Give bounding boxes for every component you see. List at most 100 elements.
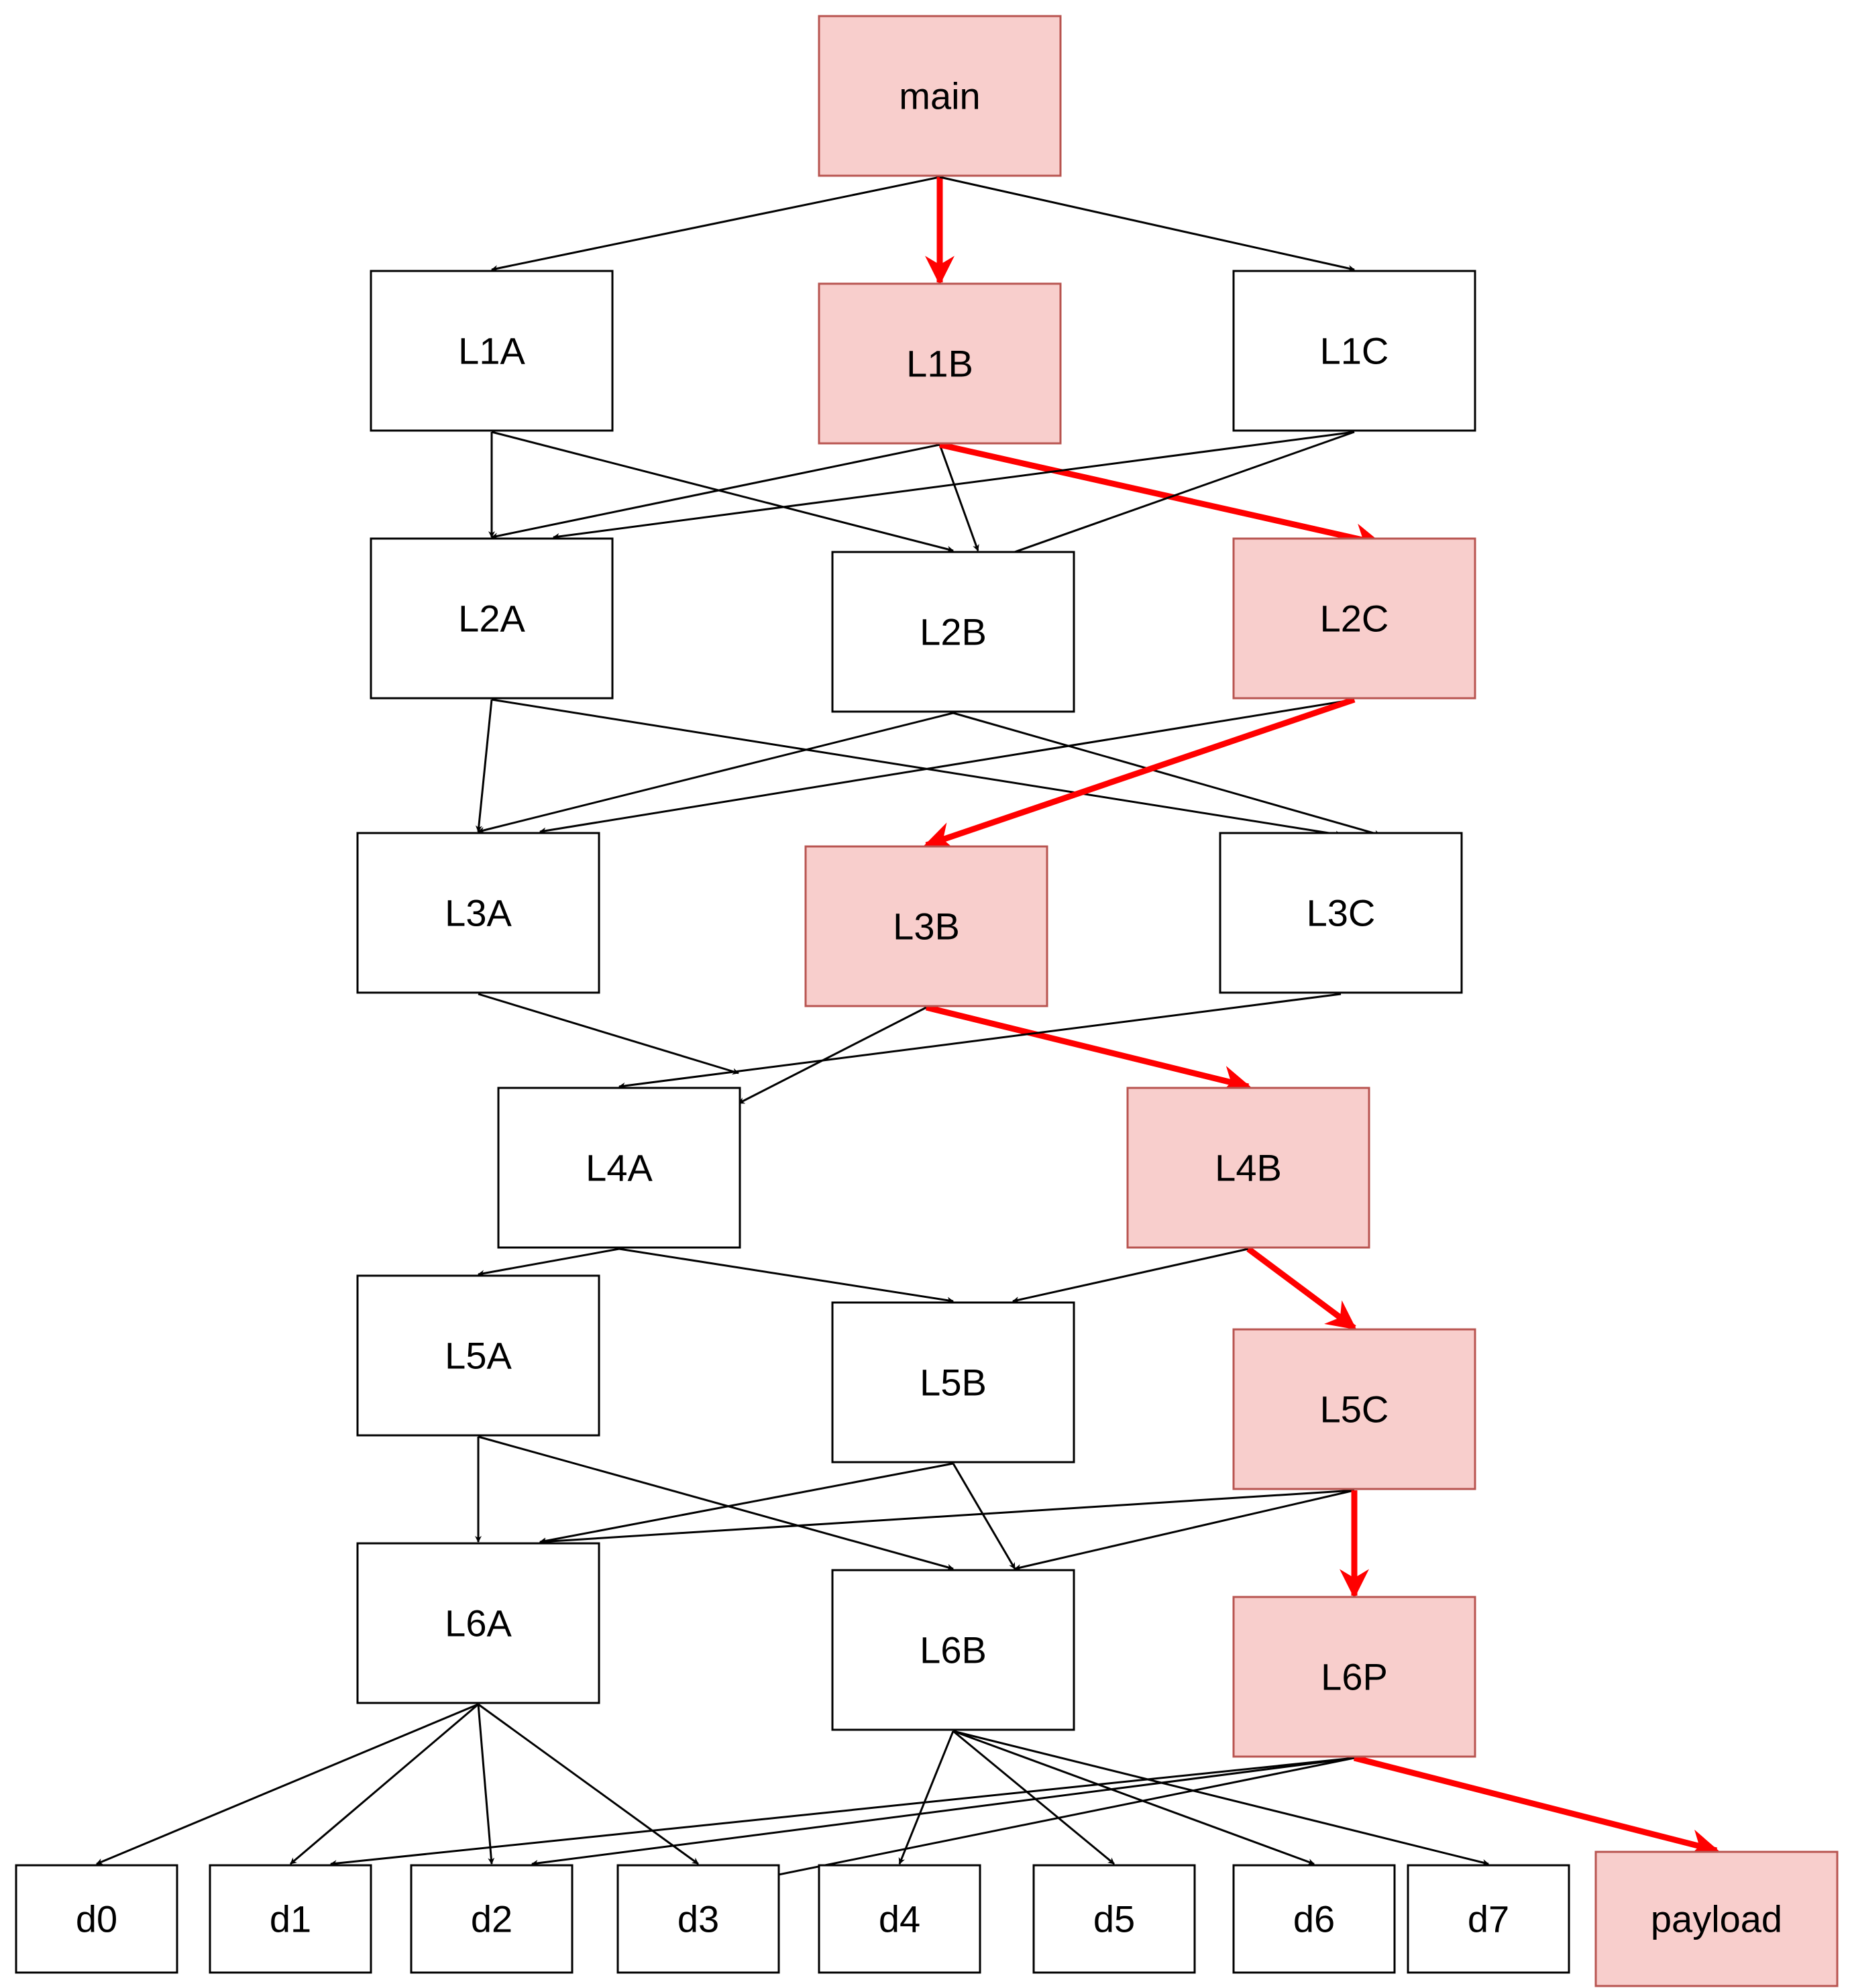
node-label: d0 — [76, 1898, 117, 1940]
node-box — [370, 270, 614, 432]
node-label: d7 — [1468, 1898, 1509, 1940]
node-box — [1407, 1864, 1570, 1974]
edge-main-to-l1c — [939, 176, 1355, 272]
edge-l2a-to-l3c — [491, 698, 1342, 838]
node-label: L1A — [458, 330, 525, 372]
node-box — [1219, 832, 1463, 994]
edge-l1c-to-l2a — [553, 431, 1355, 540]
node-box — [1232, 270, 1476, 432]
edge-l6p-to-d1 — [330, 1757, 1355, 1867]
node-l5b[interactable]: L5B — [831, 1301, 1075, 1464]
edge-l6b-to-d5 — [953, 1730, 1115, 1865]
node-payload[interactable]: payload — [1594, 1851, 1839, 1987]
node-label: d6 — [1293, 1898, 1335, 1940]
edge-l6p-to-d3 — [765, 1757, 1355, 1880]
node-box — [356, 832, 600, 994]
edge-l6p-to-d2 — [531, 1757, 1355, 1867]
edge-l5c-to-l6b — [1014, 1489, 1355, 1571]
node-box — [370, 537, 614, 700]
node-d1[interactable]: d1 — [209, 1864, 372, 1974]
node-l1a[interactable]: L1A — [370, 270, 614, 432]
node-label: L1B — [906, 343, 973, 385]
node-d0[interactable]: d0 — [15, 1864, 178, 1974]
node-label: L5C — [1320, 1388, 1389, 1431]
node-l5a[interactable]: L5A — [356, 1274, 600, 1437]
node-l6a[interactable]: L6A — [356, 1542, 600, 1704]
edge-l2c-to-l3b — [923, 696, 1356, 851]
node-label: L2C — [1320, 598, 1389, 640]
node-main[interactable]: main — [818, 15, 1062, 177]
node-box — [616, 1864, 780, 1974]
node-l3a[interactable]: L3A — [356, 832, 600, 994]
edge-l1a-to-l2b — [491, 431, 954, 553]
node-label: L4A — [586, 1147, 653, 1189]
node-l6b[interactable]: L6B — [831, 1569, 1075, 1731]
node-label: main — [899, 75, 980, 117]
edge-l1b-to-l2c — [939, 441, 1384, 553]
node-box — [804, 845, 1048, 1007]
edge-l3a-to-l4a — [478, 993, 739, 1075]
node-label: L5B — [920, 1362, 987, 1404]
edge-l4a-to-l5a — [478, 1248, 620, 1277]
edge-l1b-to-l2b — [938, 444, 979, 551]
edge-l6a-to-d0 — [96, 1703, 479, 1865]
node-box — [1594, 1851, 1839, 1987]
node-label: payload — [1651, 1898, 1782, 1940]
node-box — [356, 1542, 600, 1704]
node-label: L4B — [1215, 1147, 1282, 1189]
node-d7[interactable]: d7 — [1407, 1864, 1570, 1974]
edge-l1c-to-l2b — [999, 431, 1355, 559]
node-label: d5 — [1093, 1898, 1135, 1940]
node-label: L6P — [1321, 1656, 1388, 1698]
node-l1c[interactable]: L1C — [1232, 270, 1476, 432]
edge-l4b-to-l5b — [1012, 1248, 1249, 1303]
node-label: L6A — [445, 1602, 512, 1645]
node-box — [818, 15, 1062, 177]
node-box — [1232, 1596, 1476, 1758]
node-label: d4 — [879, 1898, 920, 1940]
node-label: L5A — [445, 1335, 512, 1377]
node-box — [410, 1864, 574, 1974]
edge-l6b-to-d6 — [953, 1730, 1315, 1865]
node-box — [818, 282, 1062, 445]
node-d3[interactable]: d3 — [616, 1864, 780, 1974]
node-label: L3A — [445, 892, 512, 934]
edge-l1b-to-l2a — [491, 443, 940, 540]
edge-l6a-to-d2 — [477, 1704, 495, 1865]
node-l5c[interactable]: L5C — [1232, 1328, 1476, 1490]
node-l3c[interactable]: L3C — [1219, 832, 1463, 994]
node-label: L6B — [920, 1629, 987, 1671]
node-d4[interactable]: d4 — [818, 1864, 981, 1974]
node-label: d1 — [270, 1898, 311, 1940]
node-d6[interactable]: d6 — [1232, 1864, 1396, 1974]
edge-l5a-to-l6b — [478, 1435, 954, 1571]
node-box — [209, 1864, 372, 1974]
node-l4b[interactable]: L4B — [1126, 1087, 1370, 1249]
edge-l2c-to-l3a — [539, 698, 1355, 834]
node-label: d3 — [677, 1898, 719, 1940]
node-box — [1032, 1864, 1196, 1974]
edge-l4a-to-l5b — [618, 1248, 954, 1304]
node-l2b[interactable]: L2B — [831, 551, 1075, 713]
node-l2c[interactable]: L2C — [1232, 537, 1476, 700]
node-label: L2A — [458, 598, 525, 640]
node-d2[interactable]: d2 — [410, 1864, 574, 1974]
node-l6p[interactable]: L6P — [1232, 1596, 1476, 1758]
node-l2a[interactable]: L2A — [370, 537, 614, 700]
edge-l5c-to-l6a — [539, 1489, 1355, 1545]
edge-l4b-to-l5c — [1246, 1246, 1357, 1331]
node-l4a[interactable]: L4A — [497, 1087, 741, 1249]
edge-l3b-to-l4b — [925, 1004, 1252, 1095]
node-l3b[interactable]: L3B — [804, 845, 1048, 1007]
node-l1b[interactable]: L1B — [818, 282, 1062, 445]
node-box — [1126, 1087, 1370, 1249]
edge-l6b-to-d7 — [953, 1730, 1489, 1866]
edges — [96, 176, 1720, 1880]
edge-l2a-to-l3a — [475, 699, 493, 832]
node-label: L2B — [920, 611, 987, 653]
node-box — [1232, 1864, 1396, 1974]
node-d5[interactable]: d5 — [1032, 1864, 1196, 1974]
edge-l2b-to-l3a — [478, 712, 954, 834]
edge-l5b-to-l6b — [952, 1463, 1016, 1569]
node-box — [818, 1864, 981, 1974]
